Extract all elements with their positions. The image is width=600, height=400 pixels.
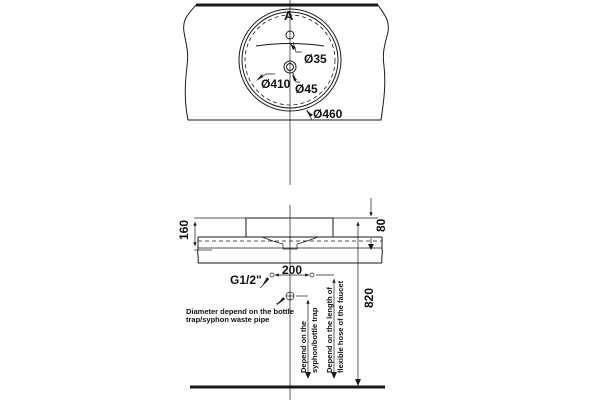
waste-note-line2: trap/syphon waste pipe xyxy=(186,315,269,324)
label-water-inlet: G1/2" xyxy=(230,273,262,287)
countertop-outline xyxy=(183,4,389,121)
top-view: A Ø35 Ø45 Ø410 Ø460 xyxy=(183,0,389,185)
syphon-note-line2: syphon/bottle trap xyxy=(310,307,319,373)
waste-note-line1: Diameter depend on the bottle xyxy=(186,307,294,316)
section-marker: A xyxy=(284,8,294,23)
syphon-note-line1: Depend on the xyxy=(299,321,308,373)
dim-bowl-inner: Ø410 xyxy=(261,77,291,91)
side-view: 160 80 820 200 G1/2" Diameter depend on … xyxy=(177,198,388,400)
countertop-left-edge xyxy=(197,237,199,264)
dim-basin-height: 160 xyxy=(177,220,191,240)
leader-35 xyxy=(292,41,302,53)
basin-body xyxy=(245,217,334,238)
inlet-point xyxy=(269,272,275,278)
leader-45 xyxy=(292,72,300,83)
inlet-point-right xyxy=(309,272,315,278)
dim-basin-rim: 80 xyxy=(374,218,388,232)
hose-note-line1: Depend on the length of xyxy=(325,287,334,373)
dim-pipe-spacing: 200 xyxy=(282,263,302,277)
dim-drain: Ø45 xyxy=(295,82,318,96)
dim-bowl-outer: Ø460 xyxy=(313,107,343,121)
countertop-right-edge xyxy=(381,237,383,264)
dim-faucet-hole: Ø35 xyxy=(304,52,327,66)
dim-total-height: 820 xyxy=(362,288,376,308)
hose-note-line2: flexible hose of the faucet xyxy=(336,280,345,373)
